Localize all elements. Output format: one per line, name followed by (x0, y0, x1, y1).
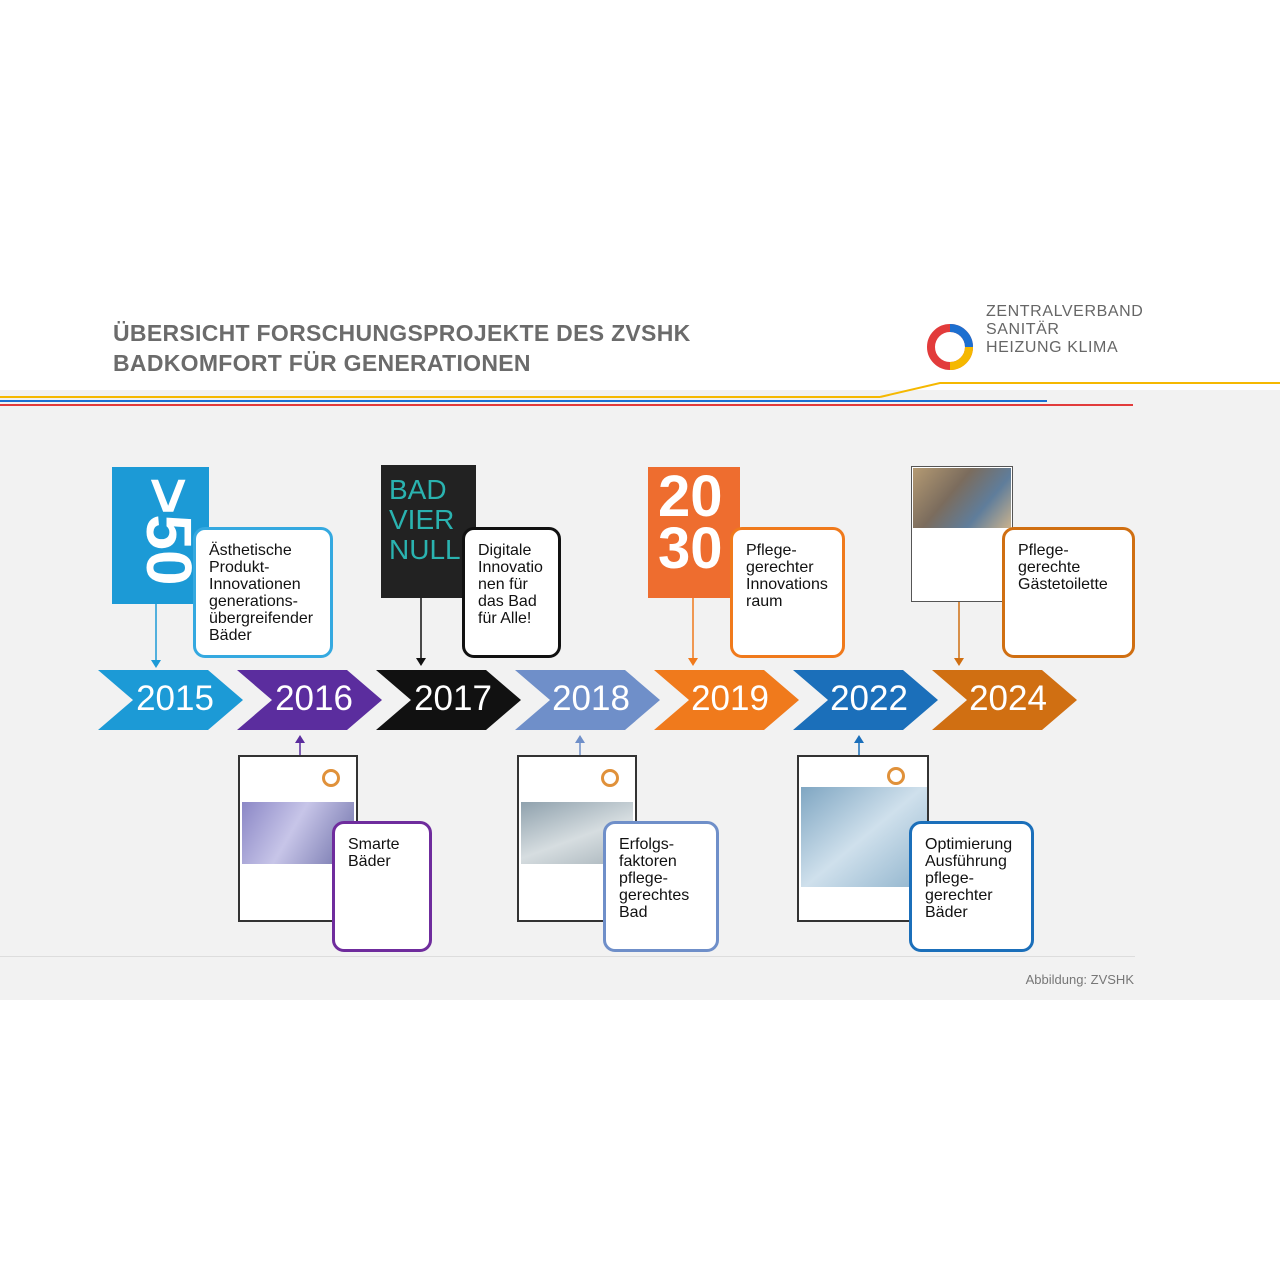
cover-2017-line-3: NULL (389, 534, 461, 565)
doc-image (913, 468, 1011, 528)
year-2015: 2015 (136, 679, 214, 718)
chevron-2017 (376, 670, 521, 730)
doc-logo-icon (887, 767, 905, 785)
callout-2019: Pflege- gerechter Innovations raum (730, 527, 845, 658)
cover-2019-line-2: 30 (658, 516, 723, 581)
callout-2017: Digitale Innovatio nen für das Bad für A… (462, 527, 561, 658)
arrow-2024 (954, 602, 964, 666)
year-2019: 2019 (691, 679, 769, 718)
chevron-2016 (237, 670, 382, 730)
chevron-2024 (932, 670, 1077, 730)
header-stripes (0, 382, 1280, 406)
arrow-2022 (854, 735, 864, 755)
callout-2016: Smarte Bäder (332, 821, 432, 952)
cover-2017: BAD VIER NULL (381, 465, 476, 598)
logo-line-2: SANITÄR (986, 321, 1060, 338)
image-credit: Abbildung: ZVSHK (1025, 972, 1134, 987)
cover-2015: >50 (112, 467, 209, 604)
cover-2019: 20 30 (648, 467, 740, 598)
cover-2017-text: BAD VIER NULL (389, 475, 461, 565)
callout-2018: Erfolgs- faktoren pflege- gerechtes Bad (603, 821, 719, 952)
year-2018: 2018 (552, 679, 630, 718)
logo-line-3: HEIZUNG KLIMA (986, 339, 1119, 356)
doc-2016 (238, 755, 358, 922)
callout-2015: Ästhetische Produkt- Innovationen genera… (193, 527, 333, 658)
arrow-2017 (416, 598, 426, 666)
arrow-2015 (151, 604, 161, 668)
callout-2024: Pflege- gerechte Gästetoilette (1002, 527, 1135, 658)
cover-2019-line-1: 20 (658, 467, 723, 529)
year-2016: 2016 (275, 679, 353, 718)
doc-logo-icon (322, 769, 340, 787)
callout-2022: Optimierung Ausführung pflege- gerechter… (909, 821, 1034, 952)
doc-logo-icon (601, 769, 619, 787)
cover-2017-line-2: VIER (389, 504, 455, 535)
year-2017: 2017 (414, 679, 492, 718)
cover-2015-text: >50 (133, 477, 205, 586)
zvshk-ring-logo-icon (927, 324, 973, 370)
cover-2017-line-1: BAD (389, 474, 447, 505)
cover-2024 (911, 466, 1013, 602)
chevron-2019 (654, 670, 799, 730)
chevron-2018 (515, 670, 660, 730)
year-2024: 2024 (969, 679, 1047, 718)
arrow-2016 (295, 735, 305, 755)
cover-2019-text: 20 30 (658, 467, 723, 581)
doc-image (801, 787, 927, 887)
arrow-2018 (575, 735, 585, 755)
arrow-2019 (688, 598, 698, 666)
logo-line-1: ZENTRALVERBAND (986, 303, 1144, 320)
chevron-2015 (98, 670, 243, 730)
timeline-chevrons (98, 670, 1077, 730)
footer-divider (0, 956, 1135, 957)
page-subtitle: BADKOMFORT FÜR GENERATIONEN (113, 350, 531, 376)
year-2022: 2022 (830, 679, 908, 718)
page-title: ÜBERSICHT FORSCHUNGSPROJEKTE DES ZVSHK (113, 320, 691, 346)
chevron-2022 (793, 670, 938, 730)
doc-2022 (797, 755, 929, 922)
